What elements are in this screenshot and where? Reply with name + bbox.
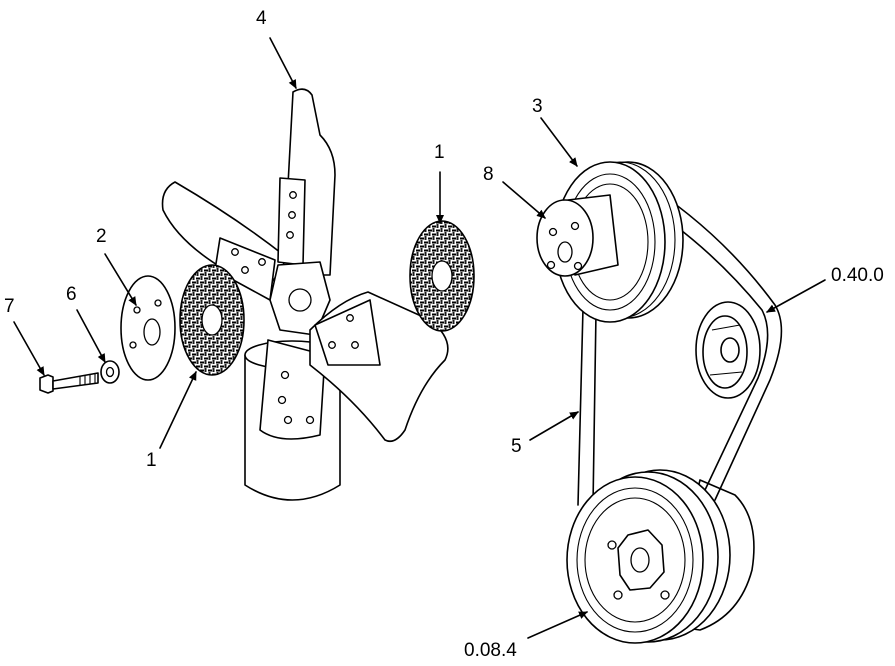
callout-7: 7 [4,296,15,317]
crankshaft-pulley [566,469,731,644]
fan-assembly [161,88,449,501]
belt-left-run [577,307,597,506]
leader-lines [13,37,826,639]
callout-3: 3 [532,96,543,117]
callout-ref-crank: 0.08.4 [464,640,517,661]
pulley-hub [536,194,619,277]
idler-pulley [695,301,761,399]
callout-4: 4 [256,8,267,29]
callout-6: 6 [66,284,77,305]
callout-1-left: 1 [146,450,157,471]
callout-5: 5 [511,436,522,457]
gasket-left [179,264,245,376]
spacer-plate [120,275,176,381]
washer [100,360,120,384]
callout-ref-idler: 0.40.0 [831,265,884,286]
bolt [39,372,99,394]
callout-2: 2 [96,226,107,247]
callout-8: 8 [483,164,494,185]
fan-blade-lower [259,339,326,440]
callout-1-right: 1 [434,142,445,163]
gasket-right [409,220,475,332]
